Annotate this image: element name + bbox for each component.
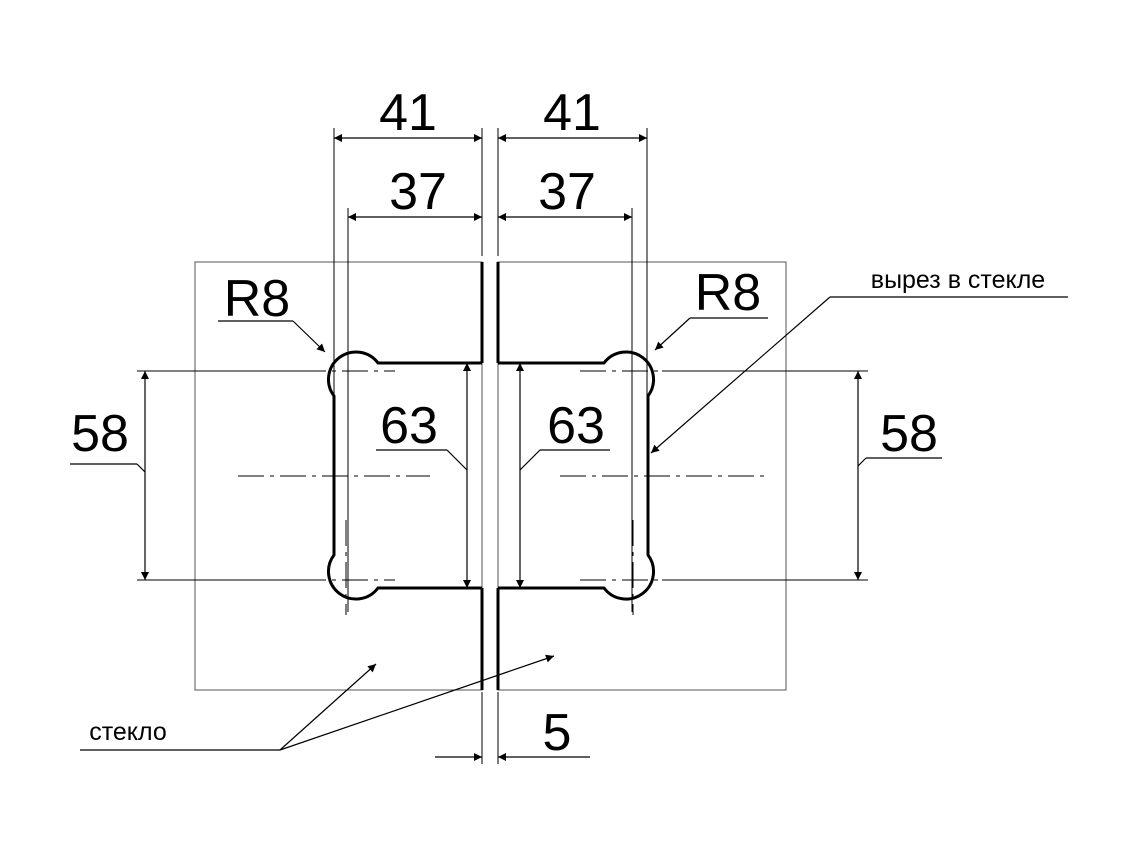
dim-63-left-text: 63: [380, 397, 438, 455]
right-cutout: [496, 262, 655, 690]
left-cutout-outline: [327, 350, 482, 601]
leader-58-right: [857, 457, 867, 467]
right-cutout-outline: [498, 350, 655, 601]
dim-63-right-text: 63: [547, 397, 605, 455]
glass-label: стекло: [89, 718, 167, 746]
dim-37-right-text: 37: [538, 163, 596, 221]
right-glass-panel: [497, 261, 787, 691]
radius-left-text: R8: [224, 270, 290, 328]
leader-63-right: [519, 449, 541, 471]
center-lines: [238, 370, 765, 615]
leader-r8-left: [292, 320, 326, 353]
dim-37-left-text: 37: [389, 163, 447, 221]
leader-glass-right: [279, 654, 555, 751]
dim-58-right-text: 58: [880, 405, 938, 463]
dim-58-left-text: 58: [71, 405, 129, 463]
dim-41-left-text: 41: [379, 84, 437, 142]
glass-panels: [194, 261, 787, 691]
leader-glass-left: [279, 663, 377, 751]
leader-63-left: [446, 449, 468, 471]
leaders: [70, 296, 1068, 751]
dim-5-text: 5: [543, 704, 572, 762]
left-glass-panel: [194, 261, 483, 691]
dimension-texts: 41 41 37 37 R8 R8 58 58 63 63 5 вырез в …: [71, 84, 1045, 762]
leader-cutout: [650, 296, 831, 454]
leader-r8-right: [654, 317, 691, 351]
left-cutout: [327, 262, 484, 690]
dim-41-right-text: 41: [543, 84, 601, 142]
radius-right-text: R8: [695, 264, 761, 322]
cutout-label: вырез в стекле: [871, 266, 1045, 294]
dimension-lines: [141, 134, 862, 761]
extension-lines: [137, 128, 868, 764]
leader-58-left: [136, 463, 146, 473]
